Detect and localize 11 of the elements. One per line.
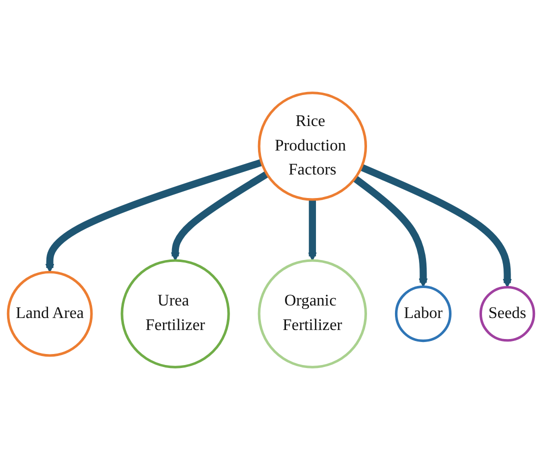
arrow	[360, 164, 512, 288]
node-circle: Land Area	[6, 270, 93, 357]
node-circle: Seeds	[479, 286, 536, 342]
node-circle: Urea Fertilizer	[120, 259, 230, 368]
arrow	[352, 176, 428, 288]
node-circle: Labor	[394, 286, 452, 342]
node-circle: Rice Production Factors	[258, 92, 367, 201]
arrow	[308, 200, 317, 261]
arrow	[45, 159, 263, 273]
node-circle: Organic Fertilizer	[258, 259, 367, 368]
arrow	[170, 170, 269, 261]
